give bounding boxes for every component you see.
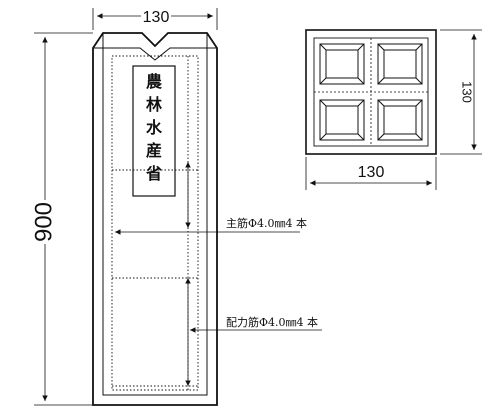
top-view xyxy=(305,29,437,155)
rebar-cage-outline xyxy=(111,55,199,391)
nameplate-text: 農 林 水 産 省 xyxy=(145,72,163,183)
nameplate xyxy=(132,65,176,197)
distribution-rebar-note: 配力筋Φ4.0㎜4 本 xyxy=(226,315,318,329)
front-width-dimension xyxy=(92,8,218,30)
main-rebar-note: 主筋Φ4.0㎜4 本 xyxy=(226,216,307,230)
post-inner-face xyxy=(102,48,208,396)
plate-char: 林 xyxy=(146,95,162,114)
recess-top-right xyxy=(377,43,423,85)
recess-bottom-left xyxy=(319,99,365,141)
distribution-rebar-leader xyxy=(185,278,322,386)
top-width-label: 130 xyxy=(358,164,385,181)
front-width-label: 130 xyxy=(143,9,170,26)
top-height-dimension xyxy=(440,29,482,155)
recess-bottom-right xyxy=(377,99,423,141)
post-outline xyxy=(92,32,218,406)
post-chamfer-outline xyxy=(93,33,217,61)
top-height-label: 130 xyxy=(460,81,475,103)
top-width-dimension xyxy=(305,157,437,190)
recess-top-left xyxy=(319,43,365,85)
plate-char: 農 xyxy=(146,72,163,91)
plate-char: 水 xyxy=(146,118,163,137)
top-outline xyxy=(305,29,437,155)
front-view xyxy=(92,32,218,406)
main-rebar-leader xyxy=(115,162,300,235)
plate-char: 産 xyxy=(146,141,162,160)
plate-char: 省 xyxy=(145,164,162,183)
front-height-label: 900 xyxy=(30,202,57,242)
